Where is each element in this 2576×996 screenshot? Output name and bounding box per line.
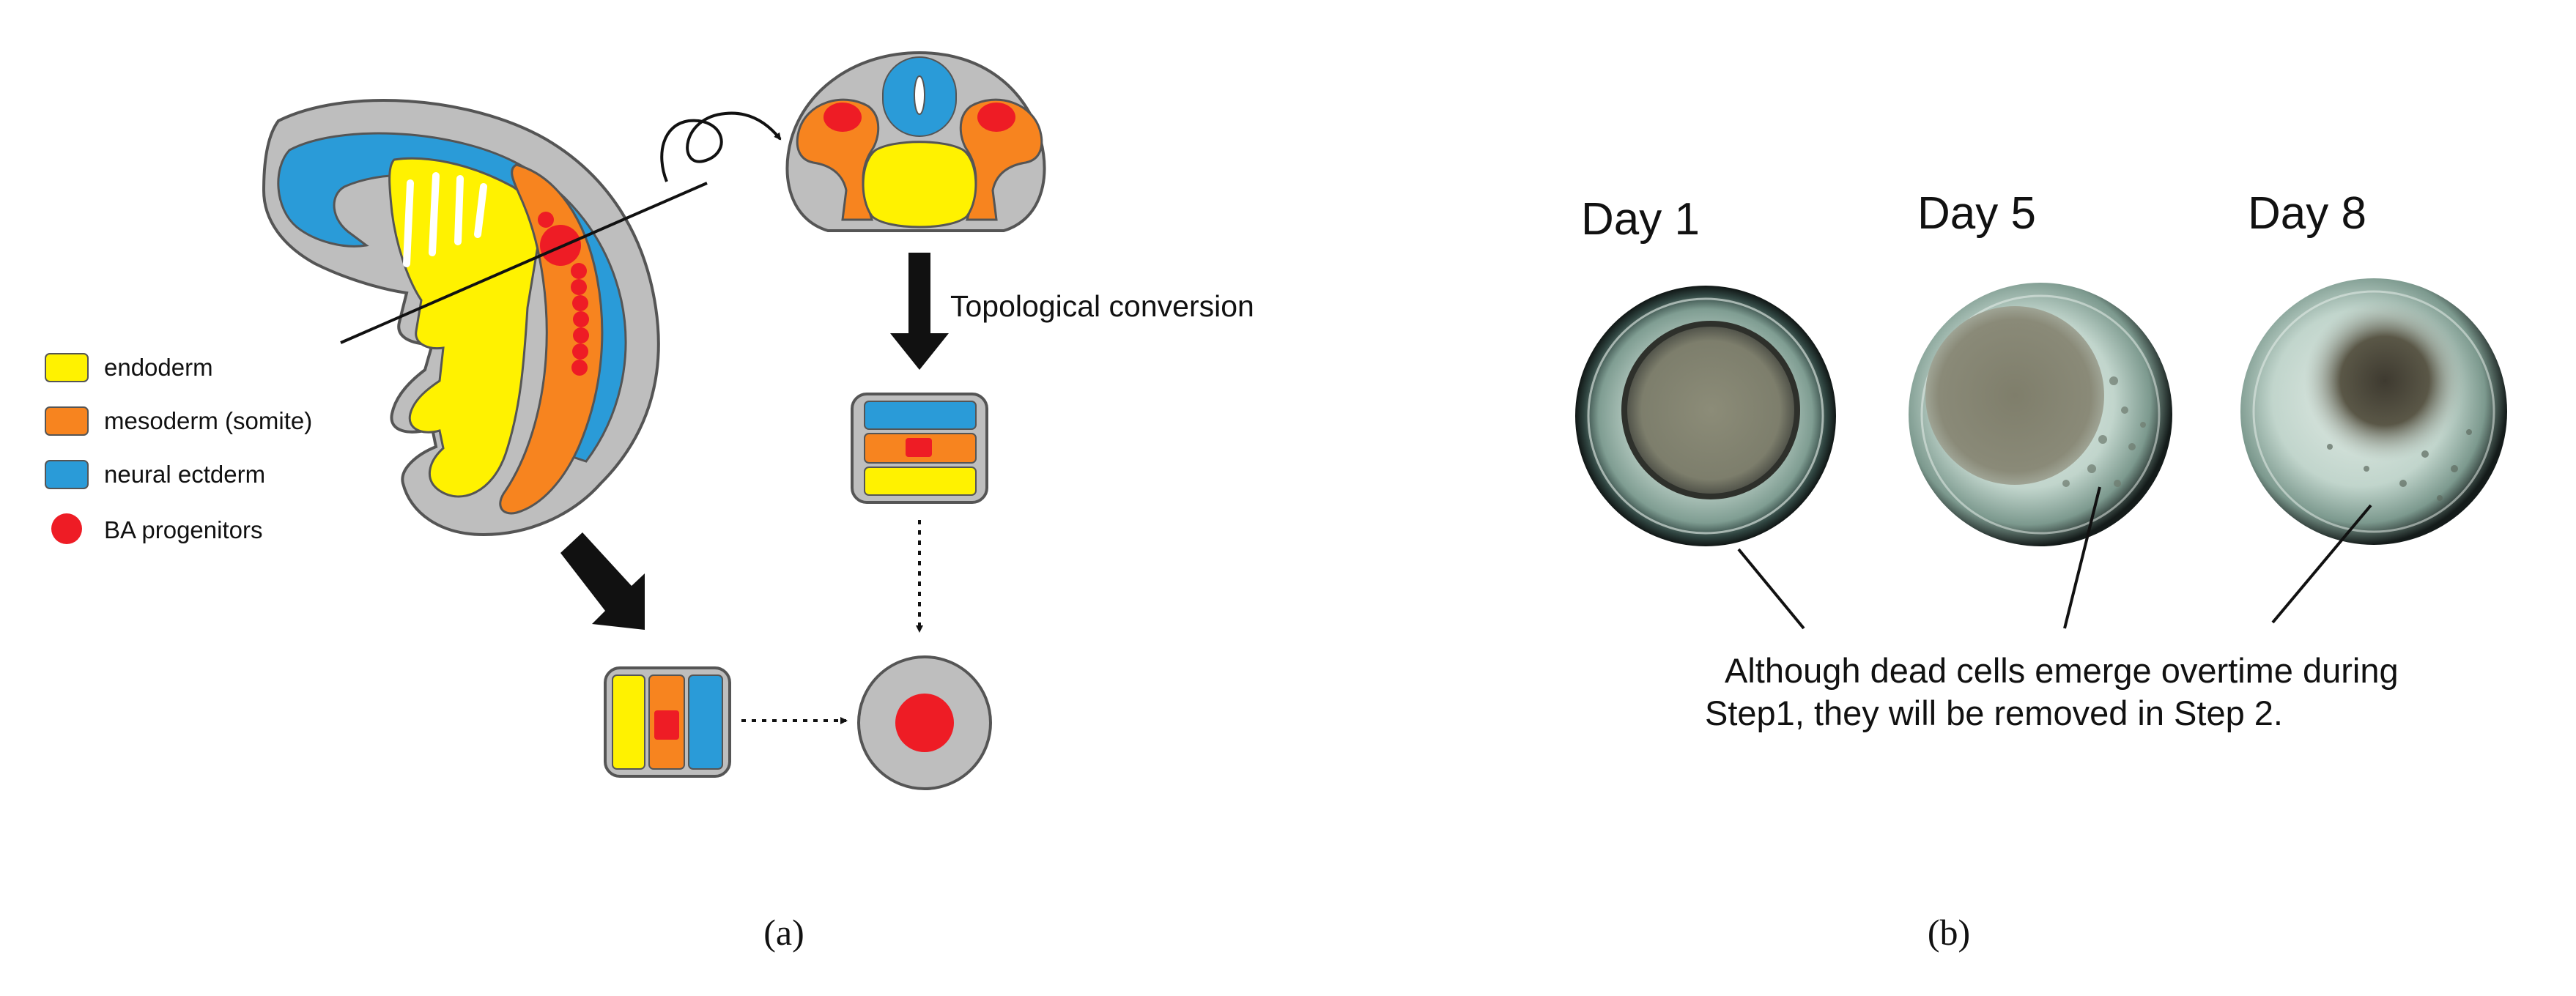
side-ectoderm — [688, 674, 723, 770]
cell — [2399, 480, 2407, 487]
layered-square-stacked — [851, 393, 988, 504]
cell — [2421, 450, 2429, 458]
panel-a: Topological conversion — [45, 51, 1254, 953]
foregut-folds — [403, 172, 487, 267]
curly-arrow — [660, 111, 782, 182]
cell — [2062, 480, 2070, 487]
result-spheroid — [857, 655, 992, 790]
layered-square-side — [604, 666, 731, 778]
spheroid-day-1 — [1621, 321, 1800, 499]
diagonal-arrow — [560, 532, 645, 630]
well-rim-day-1 — [1587, 297, 1824, 535]
cross-section-diagram — [785, 51, 1046, 232]
caption-b: (b) — [1928, 912, 1970, 953]
cell — [2364, 466, 2369, 472]
legend-label-ectoderm: neural ectderm — [104, 461, 265, 488]
progenitor-dot — [573, 311, 589, 327]
dead-cells-day-5 — [2062, 376, 2146, 487]
progenitor-dot — [571, 279, 587, 295]
cell — [2128, 443, 2136, 450]
neural-lumen — [914, 75, 925, 115]
section-line — [340, 182, 708, 344]
stacked-progenitor — [906, 438, 932, 457]
cell — [2087, 464, 2096, 473]
pointer-line-day-5 — [2063, 486, 2101, 629]
well-rim-day-8 — [2252, 290, 2495, 533]
pointer-line-day-1 — [1737, 548, 1805, 630]
cell — [2114, 480, 2121, 487]
endoderm-section — [862, 141, 977, 228]
progenitor-left — [823, 103, 862, 132]
legend-swatch-progenitor — [51, 513, 82, 544]
progenitor-right — [977, 103, 1015, 132]
progenitor-cluster — [540, 225, 581, 266]
cell — [2437, 495, 2443, 501]
ba-progenitor-dots — [538, 212, 589, 376]
legend-swatch-mesoderm — [45, 406, 89, 436]
day-label-1: Day 1 — [1581, 194, 1700, 245]
side-endoderm — [612, 674, 645, 770]
well-rim-day-5 — [1920, 294, 2161, 535]
embryo-diagram — [262, 99, 708, 537]
cell — [2140, 422, 2146, 428]
progenitor-dot — [573, 327, 589, 343]
day-label-5: Day 5 — [1917, 188, 2036, 239]
cell — [2466, 429, 2472, 435]
conversion-label: Topological conversion — [950, 289, 1254, 323]
annotation-line-2: Step1, they will be removed in Step 2. — [1705, 694, 2283, 732]
spheroid-day-5 — [1925, 306, 2104, 485]
cell — [2451, 465, 2458, 472]
progenitor-dot — [571, 263, 587, 279]
legend-label-endoderm: endoderm — [104, 354, 213, 381]
cell — [2121, 406, 2128, 414]
progenitor-dot — [572, 295, 588, 311]
progenitor-dot — [571, 360, 588, 376]
stacked-endoderm — [864, 467, 977, 496]
micrograph-day-5 — [1909, 283, 2172, 546]
panel-b: Day 1 Day 5 Day 8 — [1575, 188, 2507, 953]
progenitor-dot — [572, 343, 588, 360]
result-core — [895, 694, 954, 752]
conversion-arrow — [890, 253, 949, 370]
side-progenitor — [654, 710, 679, 740]
legend-swatch-ectoderm — [45, 460, 89, 489]
cell — [2098, 435, 2107, 444]
pointer-line-day-8 — [2271, 504, 2372, 624]
stacked-ectoderm — [864, 401, 977, 430]
legend-swatch-endoderm — [45, 353, 89, 382]
legend: endoderm mesoderm (somite) neural ectder… — [45, 353, 312, 544]
annotation-line-1: Although dead cells emerge overtime duri… — [1725, 651, 2399, 690]
cell — [2109, 376, 2118, 385]
micrograph-day-1 — [1575, 286, 1836, 546]
day-label-8: Day 8 — [2248, 188, 2366, 239]
caption-a: (a) — [763, 912, 804, 953]
legend-label-mesoderm: mesoderm (somite) — [104, 407, 312, 434]
micrograph-day-8 — [2240, 278, 2507, 545]
spheroid-day-8 — [2304, 300, 2465, 461]
progenitor-dot — [538, 212, 554, 228]
cell — [2327, 444, 2333, 450]
legend-label-progenitor: BA progenitors — [104, 516, 262, 543]
dead-cells-day-8 — [2327, 429, 2472, 501]
